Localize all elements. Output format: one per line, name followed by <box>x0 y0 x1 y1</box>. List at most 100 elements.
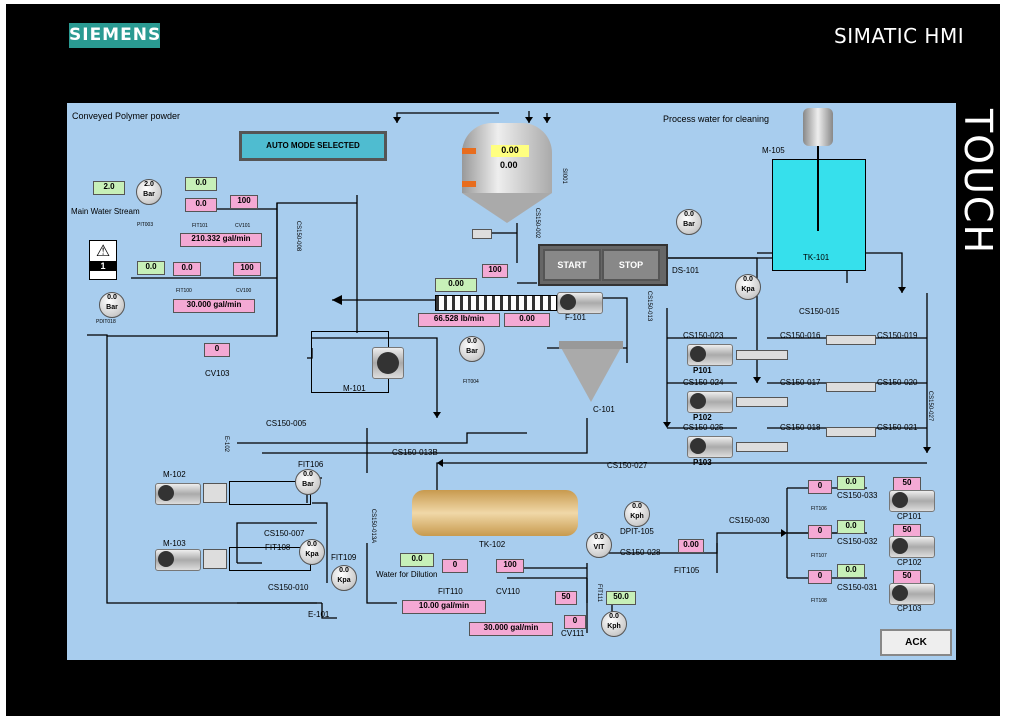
cv111-a-value[interactable]: 50 <box>555 591 577 605</box>
c101-tag: C-101 <box>593 405 615 414</box>
pump-p101[interactable] <box>687 344 733 366</box>
dilution-setpoint[interactable]: 0.0 <box>400 553 434 567</box>
pump-p103[interactable] <box>687 436 733 458</box>
cp102-tag: CP102 <box>897 558 922 567</box>
motor-m103[interactable] <box>155 549 201 571</box>
dilution-label: Water for Dilution <box>376 570 438 579</box>
feeder-cv-value[interactable]: 100 <box>482 264 508 278</box>
hopper-level-display: 0.00 <box>491 145 529 157</box>
mixer-motor[interactable] <box>372 347 404 379</box>
hopper-weight-value: 0.00 <box>500 160 518 170</box>
dpit105-unit: Kph <box>630 513 644 520</box>
cv111-tag: CV111 <box>561 629 585 638</box>
fan-icon <box>158 485 174 501</box>
cp102-flow: 0 <box>808 525 832 539</box>
heater-p101 <box>736 350 788 360</box>
fan-icon <box>892 585 908 601</box>
cs150-032-label: CS150-032 <box>837 537 878 546</box>
m103-tag: M-103 <box>163 539 186 548</box>
pump-p102[interactable] <box>687 391 733 413</box>
start-button[interactable]: START <box>543 249 601 281</box>
cp102-setpoint[interactable]: 0.0 <box>837 520 865 534</box>
fit108r-tag: FIT108 <box>811 598 827 604</box>
fan-icon <box>560 294 576 310</box>
cs150-013b-label: CS150-013B <box>392 448 438 457</box>
fan-icon <box>690 346 706 362</box>
cp101-value[interactable]: 50 <box>893 477 921 491</box>
fit101-value: 0.0 <box>185 198 217 212</box>
cv103-value[interactable]: 0 <box>204 343 230 357</box>
fit004-value: 0.0 <box>467 338 477 345</box>
fit106-unit: Bar <box>302 481 314 488</box>
ack-button[interactable]: ACK <box>880 629 952 656</box>
siemens-logo: SIEMENS <box>69 23 160 48</box>
screw-feeder <box>435 295 557 311</box>
pit003-unit: Bar <box>143 191 155 198</box>
touch-label-text: TOUCH <box>956 108 1000 256</box>
pump-cp103[interactable] <box>889 583 935 605</box>
f101-tag: F-101 <box>565 313 586 322</box>
feeder-motor-f101[interactable] <box>557 292 603 314</box>
tk-gauge-unit: Kpa <box>741 286 755 293</box>
heater-p102 <box>736 397 788 407</box>
cv111-b-value[interactable]: 50.0 <box>606 591 636 605</box>
agitator-motor-m105[interactable] <box>803 108 833 146</box>
cs150-010-label: CS150-010 <box>268 583 309 592</box>
main-water-setpoint[interactable]: 2.0 <box>93 181 125 195</box>
fit100-setpoint[interactable]: 0.0 <box>137 261 165 275</box>
e101-tag: E-101 <box>308 610 330 619</box>
cv110-value[interactable]: 100 <box>496 559 524 573</box>
line-segment-018 <box>826 427 876 437</box>
fit108-tag: FIT108 <box>265 543 291 552</box>
pump-cp101[interactable] <box>889 490 935 512</box>
screw-pct-display: 0.00 <box>504 313 550 327</box>
coupling-m103 <box>203 549 227 569</box>
fit004-unit: Bar <box>466 348 478 355</box>
cv101-value[interactable]: 100 <box>230 195 258 209</box>
fan-icon <box>690 393 706 409</box>
fit111-tag: FIT111 <box>596 583 603 603</box>
cp101-flow: 0 <box>808 480 832 494</box>
pdit018-unit: Bar <box>106 304 118 311</box>
fit105-value: 0.00 <box>678 539 704 553</box>
fit105-tag: FIT105 <box>674 566 700 575</box>
alarm-warning-icon[interactable]: ⚠1 <box>89 240 117 280</box>
cs150-002-label: CS150-002 <box>534 207 541 239</box>
fit106-value: 0.0 <box>303 471 313 478</box>
feeder-setpoint[interactable]: 0.00 <box>435 278 477 292</box>
fit110-tag: FIT110 <box>438 587 463 596</box>
cp101-setpoint[interactable]: 0.0 <box>837 476 865 490</box>
cs150-030-label: CS150-030 <box>729 516 770 525</box>
dpit105-tag: DPIT-105 <box>620 527 654 536</box>
heat-exchanger-tk102 <box>412 490 578 536</box>
tank-tk101 <box>772 159 866 271</box>
cs150-005-label: CS150-005 <box>266 419 307 428</box>
cv100-tag: CV100 <box>236 288 252 294</box>
pit003-tag: PIT003 <box>137 222 154 228</box>
fit106-tag: FIT106 <box>298 460 324 469</box>
cs150-018-label: CS150-018 <box>780 423 821 432</box>
stop-button[interactable]: STOP <box>602 249 660 281</box>
cv111-value[interactable]: 0 <box>564 615 586 629</box>
cp103-setpoint[interactable]: 0.0 <box>837 564 865 578</box>
cv100-value[interactable]: 100 <box>233 262 261 276</box>
cs150-007-label: CS150-007 <box>264 529 305 538</box>
fan-icon <box>892 492 908 508</box>
flow3-display: 10.00 gal/min <box>402 600 486 614</box>
pit003-value: 2.0 <box>144 181 154 188</box>
m105-tag: M-105 <box>762 146 785 155</box>
line-segment-016 <box>826 335 876 345</box>
pump-cp102[interactable] <box>889 536 935 558</box>
cp103-value[interactable]: 50 <box>893 570 921 584</box>
cs150-013a-label: CS150-013A <box>370 508 377 544</box>
valve-hopper-outlet[interactable] <box>472 229 492 239</box>
fit100-value: 0.0 <box>173 262 201 276</box>
fit101-setpoint[interactable]: 0.0 <box>185 177 217 191</box>
cs150-017-label: CS150-017 <box>780 378 821 387</box>
process-water-label: Process water for cleaning <box>663 114 770 124</box>
fit106r-tag: FIT106 <box>811 506 827 512</box>
ds101-value: 0.0 <box>684 211 694 218</box>
motor-m102[interactable] <box>155 483 201 505</box>
hopper-vessel <box>462 123 552 193</box>
